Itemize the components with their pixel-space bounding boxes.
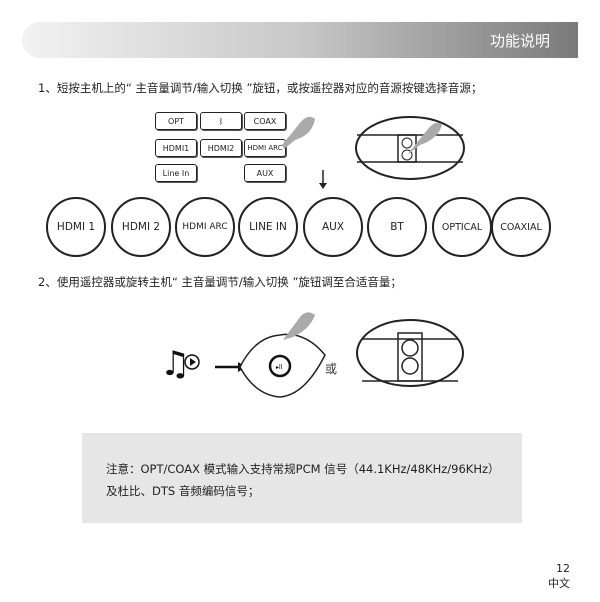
remote-button-line-in: Line In	[155, 164, 197, 182]
soundbar-knob-icon	[355, 116, 465, 180]
note-box: 注意：OPT/COAX 模式输入支持常规PCM 信号（44.1KHz/48KHz…	[82, 433, 522, 523]
source-aux: AUX	[303, 197, 363, 257]
source-hdmi-arc: HDMI ARC	[175, 197, 235, 257]
note-line-2: 及杜比、DTS 音频编码信号；	[106, 484, 260, 498]
remote-button-hdmi1: HDMI1	[155, 139, 197, 157]
remote-button-opt: OPT	[155, 112, 197, 130]
hand-icon	[282, 116, 315, 149]
music-play-icon: ♫	[160, 344, 200, 384]
bluetooth-icon: ᛒ	[200, 112, 242, 130]
source-hdmi2: HDMI 2	[111, 197, 171, 257]
language-label: 中文	[548, 577, 570, 590]
or-label: 或	[325, 362, 337, 376]
source-coaxial: COAXIAL	[491, 197, 551, 257]
remote-dial-icon: ▸ll	[239, 312, 326, 398]
remote-button-aux: AUX	[244, 164, 286, 182]
illustration-step2: ♫ ▸ll 或	[160, 312, 464, 398]
source-bt: BT	[367, 197, 427, 257]
illustration-step1	[282, 116, 465, 189]
step-2-text: 2、使用遥控器或旋转主机“ 主音量调节/输入切换 ”旋钮调至合适音量；	[38, 275, 402, 289]
remote-button-hdmi2: HDMI2	[200, 139, 242, 157]
footer: 12 中文	[548, 562, 570, 591]
remote-button-coax: COAX	[244, 112, 286, 130]
soundbar-knob-icon	[356, 319, 464, 387]
page-number: 12	[556, 562, 570, 575]
source-optical: OPTICAL	[432, 197, 492, 257]
page-title: 功能说明	[489, 32, 550, 50]
header-bar: 功能说明	[22, 22, 578, 58]
remote-button-hdmi-arc: HDMI ARC	[244, 139, 286, 157]
svg-text:▸ll: ▸ll	[276, 364, 283, 371]
source-line-in: LINE IN	[238, 197, 298, 257]
note-line-1: 注意：OPT/COAX 模式输入支持常规PCM 信号（44.1KHz/48KHz…	[106, 462, 500, 476]
source-hdmi1: HDMI 1	[46, 197, 106, 257]
step-1-text: 1、短按主机上的“ 主音量调节/输入切换 ”旋钮，或按遥控器对应的音源按键选择音…	[38, 81, 483, 95]
